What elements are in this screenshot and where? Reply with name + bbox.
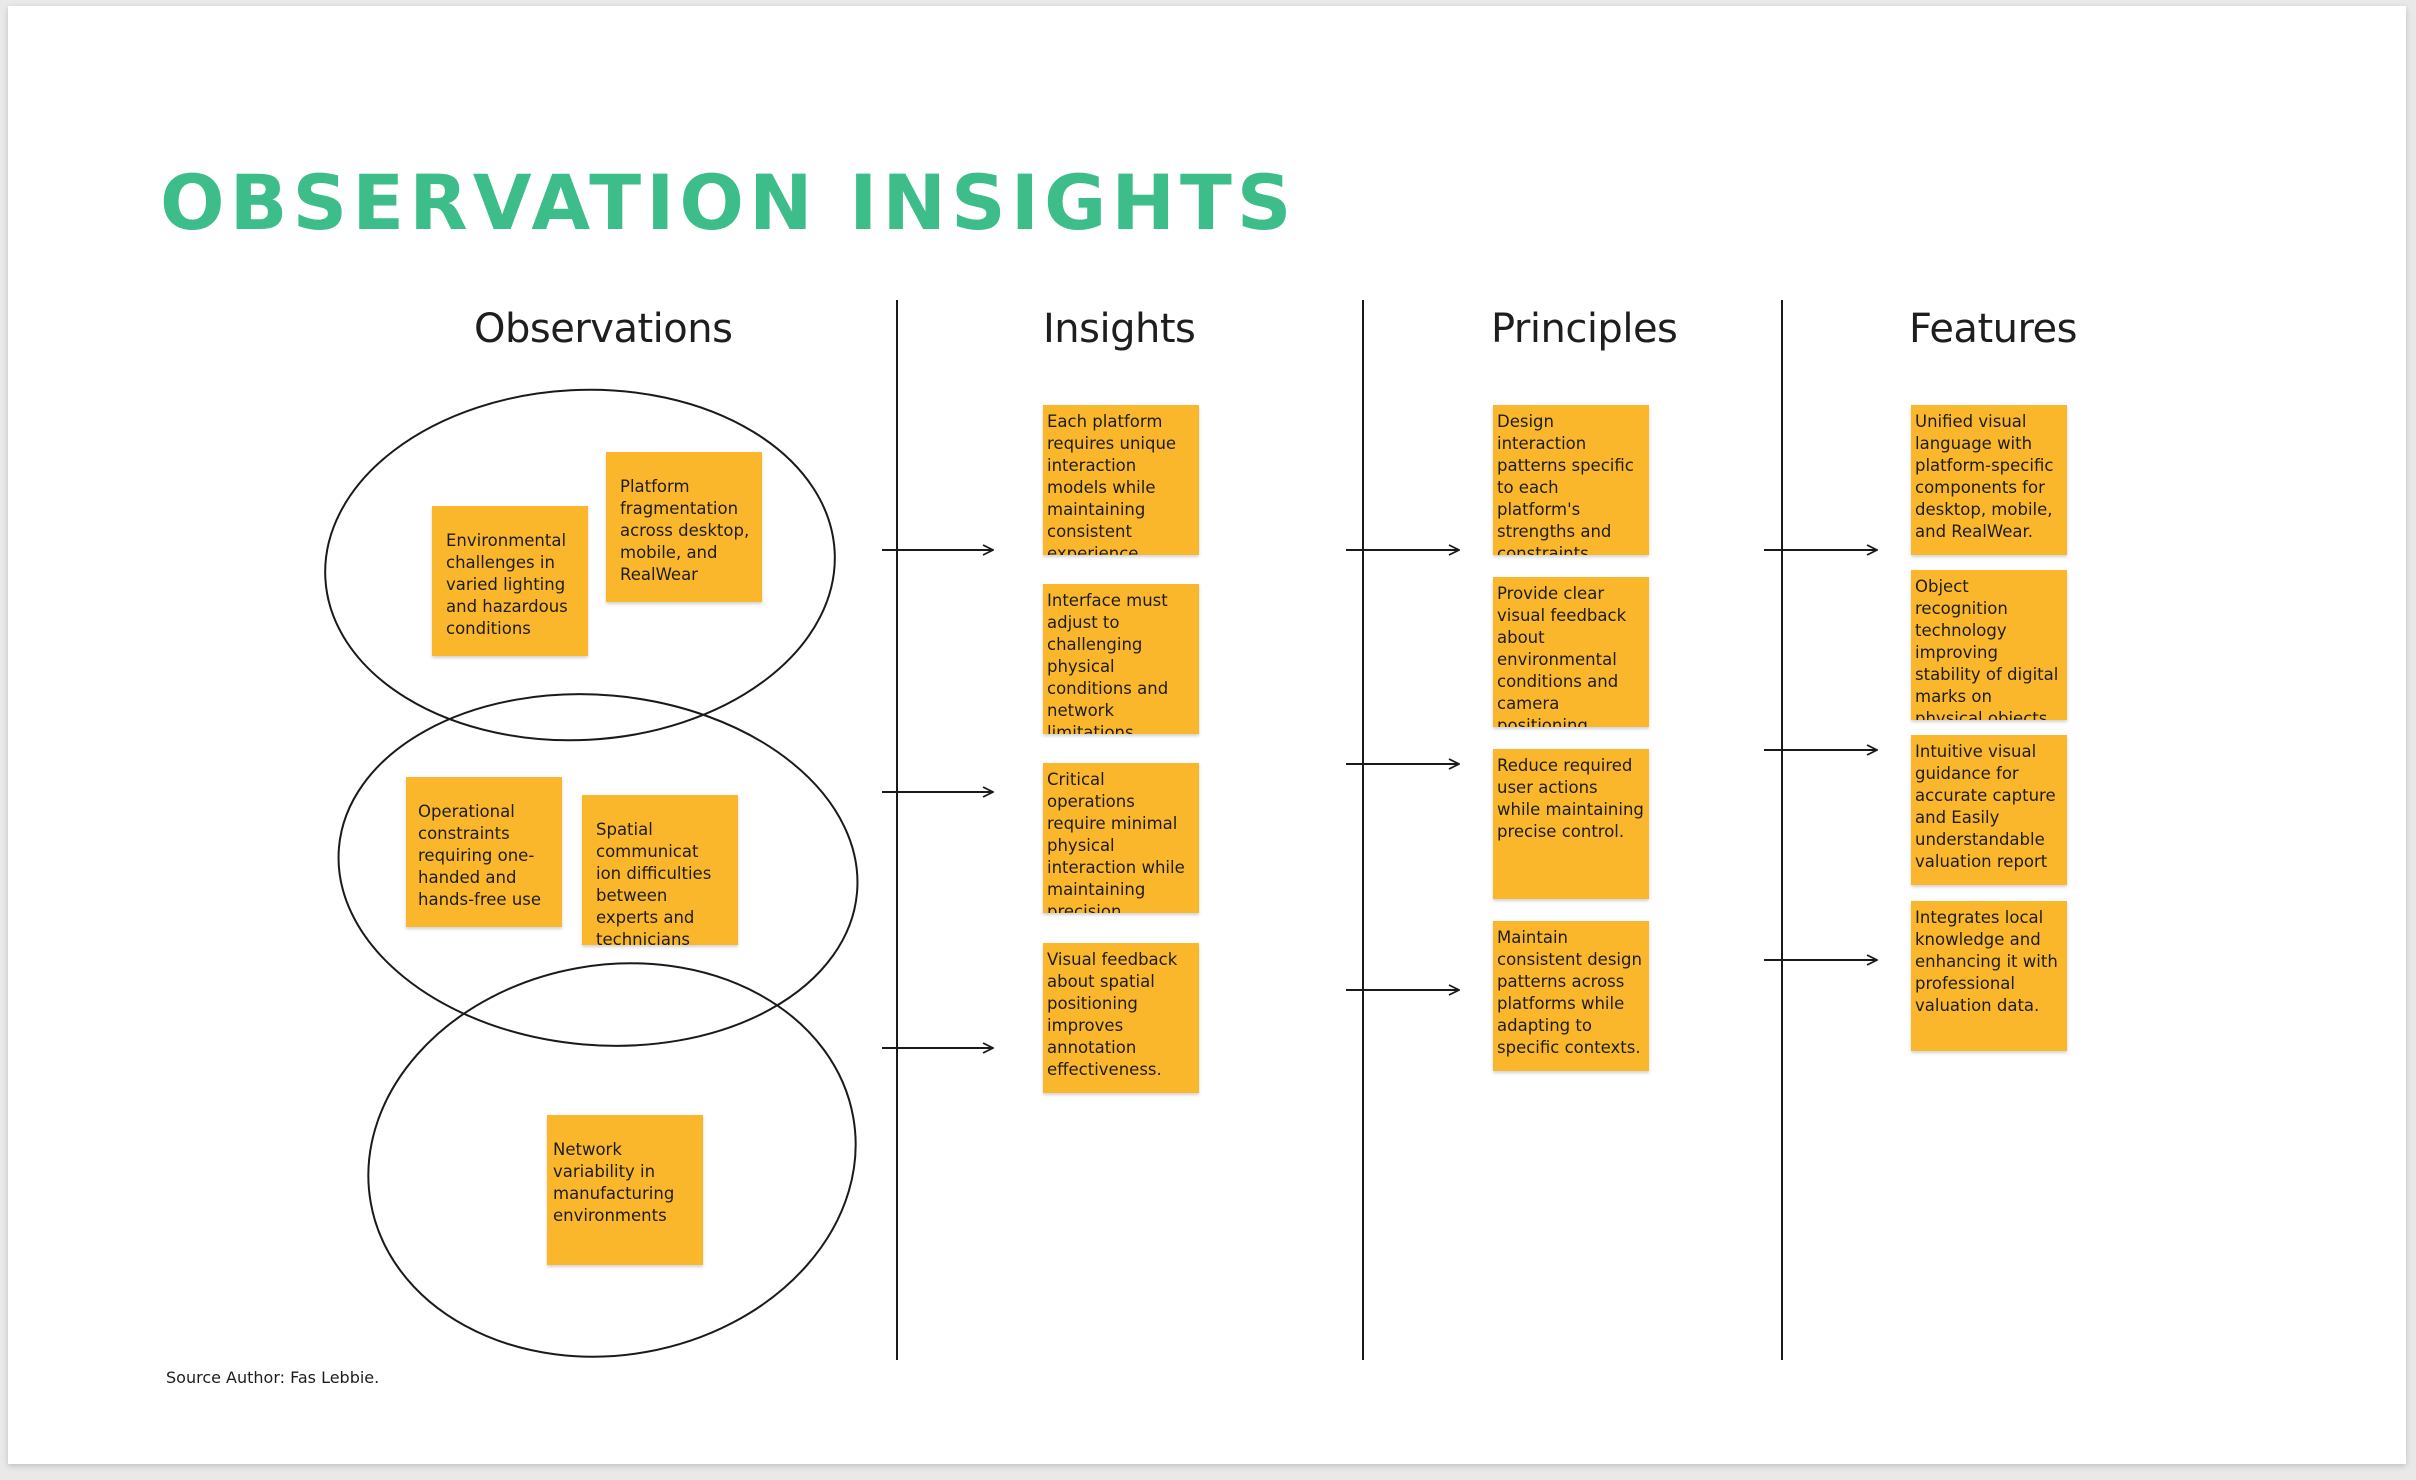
column-divider-3 — [1781, 300, 1783, 1360]
insight-note-1: Each platform requires unique interactio… — [1043, 405, 1199, 555]
principle-note-4: Maintain consistent design patterns acro… — [1493, 921, 1649, 1071]
column-divider-1 — [896, 300, 898, 1360]
page-title: OBSERVATION INSIGHTS — [160, 158, 1297, 247]
principle-note-1: Design interaction patterns specific to … — [1493, 405, 1649, 555]
observation-note-platform-fragmentation: Platform fragmentation across desktop, m… — [606, 452, 762, 602]
observation-note-operational-constraints: Operational constraints requiring one-ha… — [406, 777, 562, 927]
principle-note-3: Reduce required user actions while maint… — [1493, 749, 1649, 899]
column-header-features: Features — [1909, 306, 2078, 352]
column-header-principles: Principles — [1491, 306, 1678, 352]
feature-note-3: Intuitive visual guidance for accurate c… — [1911, 735, 2067, 885]
feature-note-2: Object recognition technology improving … — [1911, 570, 2067, 720]
insight-note-3: Critical operations require minimal phys… — [1043, 763, 1199, 913]
observation-note-network-variability: Network variability in manufacturing env… — [547, 1115, 703, 1265]
column-header-observations: Observations — [474, 306, 733, 352]
insight-note-4: Visual feedback about spatial positionin… — [1043, 943, 1199, 1093]
feature-note-1: Unified visual language with platform-sp… — [1911, 405, 2067, 555]
column-divider-2 — [1362, 300, 1364, 1360]
column-header-insights: Insights — [1043, 306, 1196, 352]
insight-note-2: Interface must adjust to challenging phy… — [1043, 584, 1199, 734]
feature-note-4: Integrates local knowledge and enhancing… — [1911, 901, 2067, 1051]
principle-note-2: Provide clear visual feedback about envi… — [1493, 577, 1649, 727]
source-credit: Source Author: Fas Lebbie. — [166, 1368, 380, 1387]
observation-note-environmental: Environmental challenges in varied light… — [432, 506, 588, 656]
observation-note-spatial-communication: Spatial communicat ion difficulties betw… — [582, 795, 738, 945]
